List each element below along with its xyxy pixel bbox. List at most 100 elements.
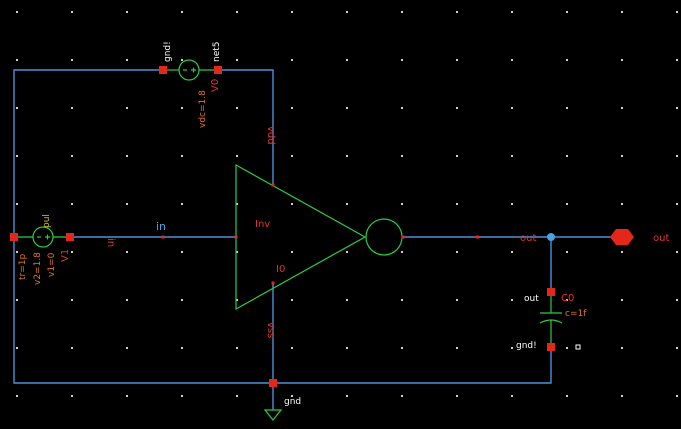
c0-param-label: c=1f	[565, 309, 587, 319]
grid-dot	[621, 59, 623, 61]
c0-top-pin-label: out	[524, 294, 539, 304]
selection-marker	[575, 344, 581, 350]
grid-dot	[621, 251, 623, 253]
wire-gnd-cap[interactable]	[273, 349, 552, 384]
grid-dot	[676, 107, 678, 109]
grid-dot	[16, 59, 18, 61]
grid-dot	[346, 107, 348, 109]
grid-dot	[126, 203, 128, 205]
grid-dot	[676, 395, 678, 397]
inv-instance-label: I0	[276, 264, 285, 275]
grid-dot	[236, 59, 238, 61]
c0-top-pin[interactable]	[547, 288, 555, 296]
grid-dot	[566, 251, 568, 253]
grid-dot	[126, 11, 128, 13]
grid-dots	[16, 11, 678, 397]
grid-dot	[456, 11, 458, 13]
grid-dot	[346, 395, 348, 397]
grid-dot	[126, 395, 128, 397]
grid-dot	[346, 203, 348, 205]
grid-dot	[291, 251, 293, 253]
grid-dot	[566, 155, 568, 157]
grid-dot	[291, 11, 293, 13]
grid-dot	[511, 299, 513, 301]
inv-vdd-pin[interactable]	[271, 183, 275, 187]
grid-dot	[181, 251, 183, 253]
gnd-junction-pin[interactable]	[269, 379, 277, 387]
grid-dot	[566, 11, 568, 13]
grid-dot	[126, 59, 128, 61]
grid-dot	[401, 347, 403, 349]
grid-dot	[511, 59, 513, 61]
grid-dot	[676, 203, 678, 205]
grid-dot	[236, 203, 238, 205]
grid-dot	[16, 395, 18, 397]
grid-dot	[16, 155, 18, 157]
grid-dot	[181, 107, 183, 109]
v0-instance-label: V0	[210, 79, 221, 92]
net-labels: in in out	[105, 220, 555, 247]
inverter-i0[interactable]: Inv I0 vdd vss	[234, 126, 405, 338]
grid-dot	[16, 347, 18, 349]
grid-dot	[566, 299, 568, 301]
vsource-v1[interactable]: pul V1 tr=1p v2=1.8 v1=0	[10, 214, 74, 285]
grid-dot	[621, 395, 623, 397]
v0-minus-pin[interactable]	[159, 66, 167, 74]
grid-dot	[456, 155, 458, 157]
v0-plus-pin-label: net5	[212, 42, 222, 63]
wire-net5[interactable]	[218, 69, 274, 185]
wire-top-loop[interactable]	[13, 69, 163, 237]
grid-dot	[401, 155, 403, 157]
grid-dot	[291, 347, 293, 349]
v1-plus-pin[interactable]	[66, 233, 74, 241]
capacitor-c0[interactable]: out gnd! C0 c=1f	[516, 288, 587, 351]
grid-dot	[456, 299, 458, 301]
output-port-shape[interactable]	[610, 229, 634, 245]
grid-dot	[511, 347, 513, 349]
grid-dot	[621, 11, 623, 13]
out-junction-dot[interactable]	[547, 233, 555, 241]
v1-param-v2: v2=1.8	[33, 252, 43, 285]
grid-dot	[16, 299, 18, 301]
v1-minus-pin[interactable]	[10, 233, 18, 241]
grid-dot	[16, 11, 18, 13]
grid-dot	[16, 203, 18, 205]
grid-dot	[566, 107, 568, 109]
grid-dot	[456, 395, 458, 397]
grid-dot	[126, 347, 128, 349]
grid-dot	[291, 299, 293, 301]
grid-dot	[456, 251, 458, 253]
grid-dot	[621, 347, 623, 349]
wire-gnd-loop[interactable]	[13, 237, 273, 384]
vsource-v0[interactable]: gnd! net5 V0 vdc=1.8	[159, 41, 222, 128]
inv-vss-pin[interactable]	[271, 281, 275, 285]
grid-dot	[71, 203, 73, 205]
grid-dot	[236, 251, 238, 253]
v0-plus-pin[interactable]	[214, 66, 222, 74]
grid-dot	[346, 347, 348, 349]
grid-dot	[566, 347, 568, 349]
grid-dot	[511, 155, 513, 157]
inv-vdd-label: vdd	[265, 126, 276, 145]
net-in-label: in	[156, 220, 166, 233]
c0-bot-pin[interactable]	[547, 343, 555, 351]
grid-dot	[346, 251, 348, 253]
grid-dot	[511, 251, 513, 253]
ground-symbol[interactable]: gnd	[263, 379, 301, 421]
grid-dot	[621, 155, 623, 157]
grid-dot	[236, 395, 238, 397]
grid-dot	[71, 11, 73, 13]
inv-in-pin[interactable]	[234, 235, 238, 239]
grid-dot	[16, 251, 18, 253]
grid-dot	[181, 299, 183, 301]
c0-bot-pin-label: gnd!	[516, 341, 537, 351]
grid-dot	[456, 107, 458, 109]
grid-dot	[291, 59, 293, 61]
grid-dot	[236, 299, 238, 301]
inv-out-pin[interactable]	[401, 235, 405, 239]
grid-dot	[511, 11, 513, 13]
grid-dot	[181, 347, 183, 349]
output-port[interactable]: out	[610, 229, 669, 245]
v0-minus-pin-label: gnd!	[163, 41, 173, 62]
